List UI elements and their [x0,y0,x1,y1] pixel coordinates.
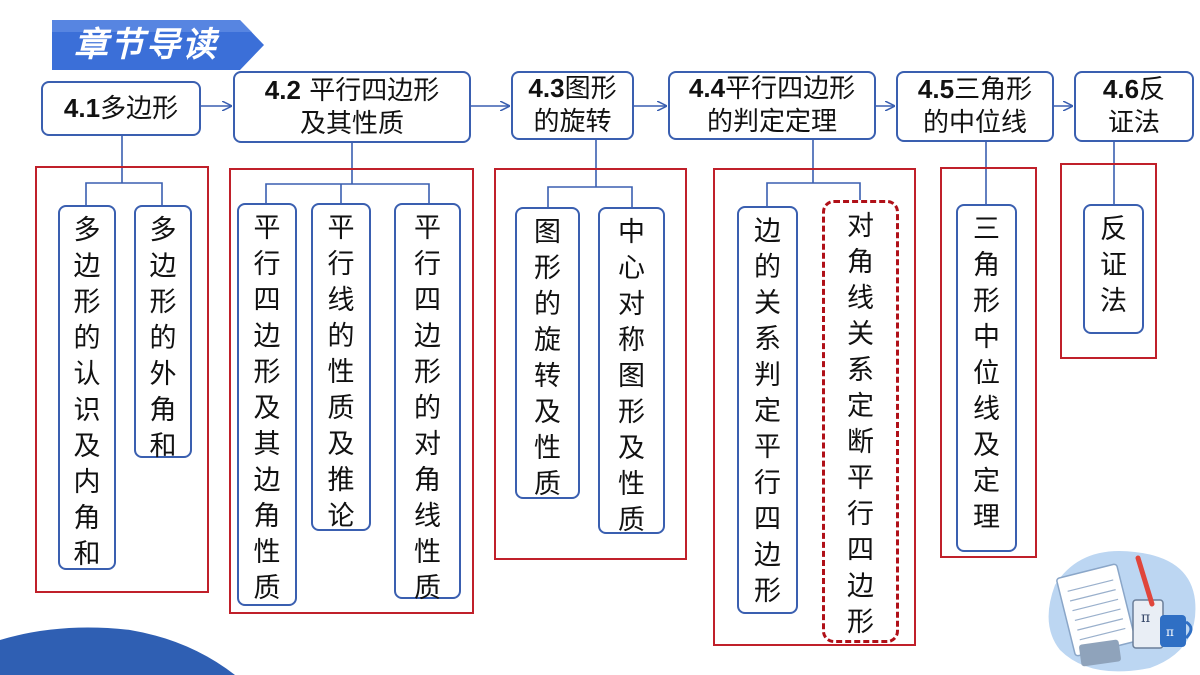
topic-parallel-lines-properties[interactable]: 平行线的性质及推论 [311,203,371,532]
topic-triangle-midline-theorem[interactable]: 三角形中位线及定理 [956,204,1017,552]
chapter-4-5-number: 4.5 [917,74,955,104]
topic-label: 平行四边形的对角线性质 [414,213,441,604]
topic-label: 对角线关系定断平行四边形 [847,211,874,638]
chapter-4-4-box[interactable]: 4.4平行四边形的判定定理 [668,71,876,140]
topic-label: 平行线的性质及推论 [327,213,355,532]
topic-proof-by-contradiction[interactable]: 反证法 [1083,204,1144,334]
chapter-4-3-box[interactable]: 4.3图形的旋转 [511,71,634,140]
chapter-4-5-frame [940,167,1037,558]
svg-text:π: π [1141,610,1150,626]
chapter-4-1-title: 多边形 [100,93,179,124]
chapter-4-2-number: 4.2 [264,74,301,105]
chapter-4-2-box[interactable]: 4.2 平行四边形及其性质 [233,71,471,143]
topic-polygon-interior-angles[interactable]: 多边形的认识及内角和 [58,205,116,570]
chapter-4-4-title: 平行四边形的判定定理 [706,74,856,137]
topic-rotation-properties[interactable]: 图形的旋转及性质 [515,207,580,500]
topic-label: 反证法 [1100,214,1127,317]
chapter-4-1-frame [35,166,209,593]
chapter-4-3-title: 图形的旋转 [533,74,617,137]
chapter-4-6-frame [1060,163,1157,359]
topic-label: 三角形中位线及定理 [973,214,1000,533]
math-illustration-icon: π π [1048,550,1196,672]
chapter-4-1-box[interactable]: 4.1多边形 [41,81,201,136]
topic-parallelogram-side-angle-properties[interactable]: 平行四边形及其边角性质 [237,203,297,606]
chapter-4-5-box[interactable]: 4.5三角形的中位线 [896,71,1054,142]
chapter-4-3-frame [494,168,687,560]
chapter-guide-banner: 章节导读 [52,20,264,70]
topic-label: 平行四边形及其边角性质 [253,213,281,604]
topic-diagonal-criteria-parallelogram[interactable]: 对角线关系定断平行四边形 [822,200,899,643]
chapter-4-6-number: 4.6 [1102,74,1140,104]
topic-label: 多边形的认识及内角和 [73,215,101,570]
chapter-4-2-title: 平行四边形及其性质 [299,75,440,139]
chapter-4-6-box[interactable]: 4.6反证法 [1074,71,1194,142]
chapter-4-2-frame [229,168,474,614]
topic-label: 中心对称图形及性质 [618,217,645,536]
chapter-4-3-number: 4.3 [528,73,565,103]
chapter-4-4-number: 4.4 [688,73,726,103]
topic-label: 多边形的外角和 [149,215,177,462]
chapter-4-5-title: 三角形的中位线 [922,75,1033,138]
chapter-4-1-number: 4.1 [63,92,101,123]
topic-parallelogram-diagonal-properties[interactable]: 平行四边形的对角线性质 [394,203,461,604]
banner-title: 章节导读 [74,25,218,65]
topic-label: 图形的旋转及性质 [534,217,561,500]
topic-label: 边的关系判定平行四边形 [754,216,781,607]
svg-text:π: π [1166,625,1174,639]
topic-central-symmetry[interactable]: 中心对称图形及性质 [598,207,665,536]
chapter-4-4-frame [713,168,916,646]
topic-polygon-exterior-angles[interactable]: 多边形的外角和 [134,205,192,462]
topic-side-criteria-parallelogram[interactable]: 边的关系判定平行四边形 [737,206,798,614]
chapter-4-6-title: 反证法 [1107,75,1166,138]
